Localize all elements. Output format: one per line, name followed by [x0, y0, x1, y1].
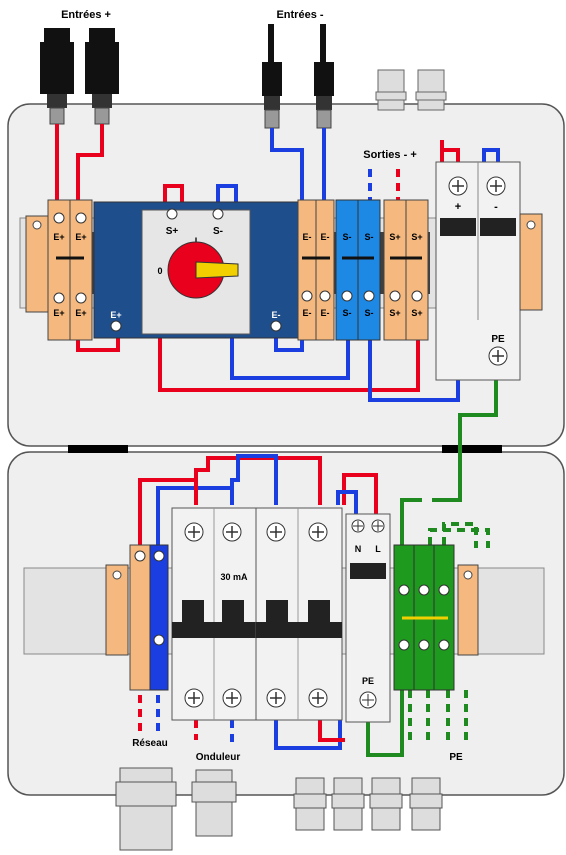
hinge-right	[442, 445, 502, 453]
s-minus-label-4: S-	[365, 308, 374, 318]
upper-wiring	[55, 124, 500, 460]
hinge-left	[68, 445, 128, 453]
switch-on-label: I	[195, 236, 198, 246]
s-plus-label-2: S+	[411, 232, 422, 242]
s-plus-label-4: S+	[411, 308, 422, 318]
s-plus-label-1: S+	[389, 232, 400, 242]
switch-s-minus-label: S-	[213, 226, 223, 237]
cable-gland-small-2	[331, 777, 365, 831]
dc-isolator-switch: S+ S- I 0 E+ E-	[93, 201, 299, 339]
e-minus-label-1: E-	[303, 232, 312, 242]
end-stop-left-lower	[105, 564, 129, 656]
spd-plus-label: +	[455, 201, 461, 213]
terminal-block-e-minus: E- E- E- E-	[297, 199, 335, 341]
rcd-rating-label: 30 mA	[220, 572, 248, 582]
cable-gland-small-1	[293, 777, 327, 831]
mc4-plus-connector-1	[40, 28, 74, 125]
switch-e-plus-label: E+	[110, 310, 121, 320]
cable-gland-medium	[191, 769, 237, 837]
onduleur-label: Onduleur	[196, 752, 241, 763]
inputs-plus-label: Entrées +	[61, 9, 111, 21]
spd-pe-label: PE	[491, 334, 505, 345]
e-minus-label-4: E-	[321, 308, 330, 318]
spd-l-label: L	[375, 544, 381, 554]
e-plus-label-1: E+	[53, 232, 64, 242]
ac-spd-pe-label: PE	[362, 676, 374, 686]
reseau-label: Réseau	[132, 738, 168, 749]
terminal-block-reseau	[129, 544, 169, 691]
terminal-block-s-minus: S- S- S- S-	[335, 199, 381, 341]
spd-minus-label: -	[494, 201, 498, 213]
s-minus-label-3: S-	[343, 308, 352, 318]
terminal-block-s-plus: S+ S+ S+ S+	[383, 199, 429, 341]
cable-gland-top-1	[375, 69, 407, 111]
cable-gland-small-3	[369, 777, 403, 831]
pe-label: PE	[449, 752, 463, 763]
rcd-breaker: 30 mA	[171, 507, 257, 721]
lower-wiring	[138, 454, 490, 757]
s-plus-label-3: S+	[389, 308, 400, 318]
cable-gland-small-4	[409, 777, 443, 831]
outputs-label: Sorties - +	[363, 149, 417, 161]
ac-surge-protector: N L PE	[345, 513, 391, 723]
s-minus-label-2: S-	[365, 232, 374, 242]
mc4-minus-connector-2	[314, 24, 334, 129]
e-plus-label-4: E+	[75, 308, 86, 318]
e-plus-label-2: E+	[75, 232, 86, 242]
end-stop-right-lower	[457, 564, 479, 656]
end-stop-right	[519, 213, 543, 311]
circuit-breaker	[255, 507, 343, 721]
switch-off-label: 0	[157, 266, 162, 276]
dc-surge-protector: + - PE	[435, 161, 521, 381]
spd-n-label: N	[355, 544, 362, 554]
cable-gland-top-2	[415, 69, 447, 111]
switch-e-minus-label: E-	[272, 310, 281, 320]
switch-s-plus-label: S+	[166, 226, 179, 237]
terminal-block-e-plus: E+ E+ E+ E+	[25, 199, 93, 341]
s-minus-label-1: S-	[343, 232, 352, 242]
e-minus-label-2: E-	[321, 232, 330, 242]
e-plus-label-3: E+	[53, 308, 64, 318]
cable-gland-large	[115, 767, 177, 851]
earth-terminal-block	[393, 544, 455, 691]
inputs-minus-label: Entrées -	[276, 9, 323, 21]
mc4-minus-connector-1	[262, 24, 282, 129]
e-minus-label-3: E-	[303, 308, 312, 318]
